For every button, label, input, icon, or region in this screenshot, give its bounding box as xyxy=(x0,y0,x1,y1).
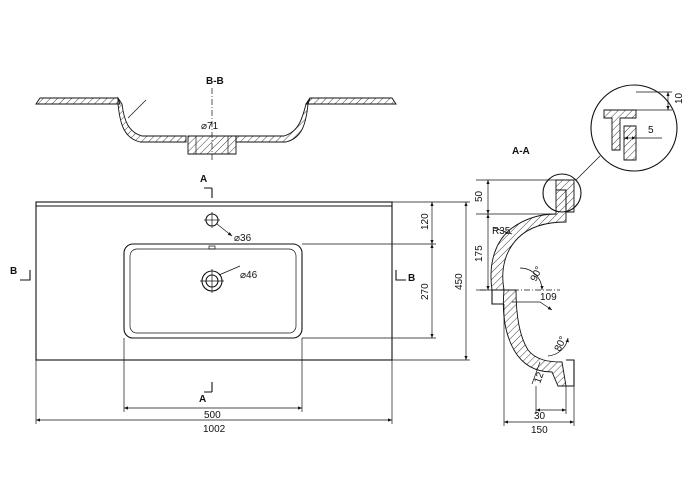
radius-dimension: R35 xyxy=(492,226,511,237)
basin-width-dimension: 500 xyxy=(204,410,221,421)
detail-thickness-dimension: 10 xyxy=(674,92,685,104)
offset-109-dimension: 109 xyxy=(540,292,557,303)
basin-outline xyxy=(123,243,303,339)
tap-hole-diameter: ⌀36 xyxy=(234,233,252,244)
rim-height-dimension: 50 xyxy=(474,190,485,202)
detail-gap-dimension: 5 xyxy=(648,125,654,136)
vanity-outline xyxy=(35,201,393,361)
bb-section-title: B-B xyxy=(206,76,224,87)
bb-basin-wall xyxy=(117,96,187,143)
basin-depth-dimension: 270 xyxy=(420,283,431,300)
section-b-right-label: B xyxy=(408,273,415,284)
tap-offset-dimension: 120 xyxy=(420,213,431,230)
aa-profile-wall xyxy=(490,189,567,291)
overall-depth-dimension: 450 xyxy=(454,273,465,290)
depth-150-dimension: 150 xyxy=(531,425,548,436)
basin-height-dimension: 175 xyxy=(474,245,485,262)
section-b-left-label: B xyxy=(10,266,17,277)
aa-lower-wall xyxy=(502,289,567,387)
bb-drain-diameter: ⌀71 xyxy=(201,121,219,132)
section-a-bottom-label: A xyxy=(199,394,206,405)
drain-hole-diameter: ⌀46 xyxy=(240,270,258,281)
wall-12-dimension: 12 xyxy=(532,370,546,385)
section-a-top-label: A xyxy=(200,174,207,185)
overall-width-dimension: 1002 xyxy=(203,424,226,435)
bb-right-rim xyxy=(305,97,397,105)
angle-90-dimension: 90° xyxy=(529,265,545,283)
detail-marker-circle xyxy=(542,173,582,213)
detail-zoom-circle xyxy=(590,84,678,172)
angle-80-dimension: 80° xyxy=(553,335,569,353)
section-bb-view: B-B ⌀71 xyxy=(35,76,397,160)
base-30-dimension: 30 xyxy=(534,411,546,422)
bb-basin-wall-right xyxy=(235,97,311,143)
plan-view: ⌀36 ⌀46 A A B B 500 1002 120 270 450 xyxy=(10,174,470,435)
bb-left-rim xyxy=(35,97,121,105)
section-aa-view: A-A 10 5 50 175 R35 90° 109 80° xyxy=(474,84,685,436)
aa-section-title: A-A xyxy=(512,146,530,157)
